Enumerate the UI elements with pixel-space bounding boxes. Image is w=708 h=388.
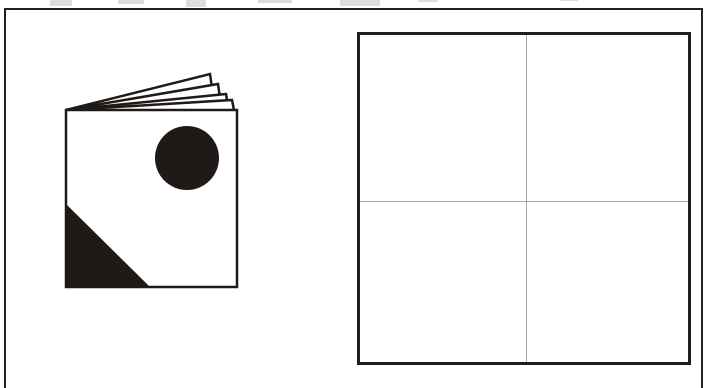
booklet-pages [66, 74, 234, 110]
grid-divider-vertical [526, 35, 527, 362]
grid-divider-horizontal [360, 201, 688, 202]
watermark-fragment [0, 0, 708, 10]
layout-grid [357, 32, 691, 365]
booklet-icon [62, 72, 242, 294]
booklet-circle [155, 126, 219, 190]
